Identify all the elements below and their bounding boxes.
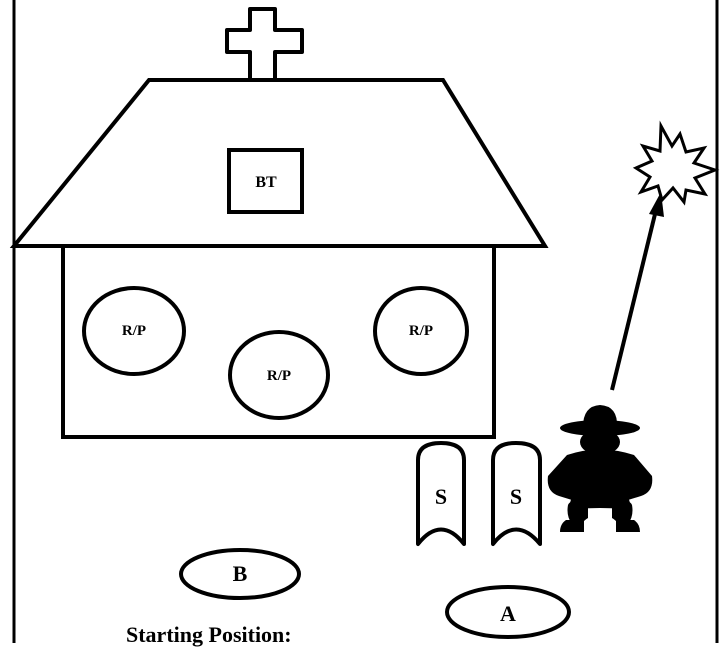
- shelter-left: S: [416, 441, 466, 546]
- position-b-marker: B: [179, 548, 301, 600]
- pulpit-label: R/P: [409, 323, 433, 339]
- pulpit-label: R/P: [122, 323, 146, 339]
- position-a-marker: A: [445, 585, 571, 639]
- shelter-label: S: [435, 484, 447, 509]
- pulpit-circle-center: R/P: [228, 330, 330, 420]
- position-a-label: A: [500, 601, 516, 626]
- bell-tower-box: BT: [227, 148, 304, 214]
- pulpit-circle-left: R/P: [82, 286, 186, 376]
- crouching-person-icon: [547, 405, 653, 532]
- position-b-label: B: [233, 561, 248, 586]
- shelter-right: S: [491, 441, 542, 546]
- pulpit-circle-right: R/P: [373, 286, 469, 376]
- arrow-icon: [610, 192, 664, 391]
- pulpit-label: R/P: [267, 368, 291, 384]
- bell-tower-label: BT: [255, 174, 277, 191]
- caption-starting-position: Starting Position:: [126, 622, 292, 647]
- shelter-label: S: [510, 484, 522, 509]
- explosion-icon: [632, 120, 720, 206]
